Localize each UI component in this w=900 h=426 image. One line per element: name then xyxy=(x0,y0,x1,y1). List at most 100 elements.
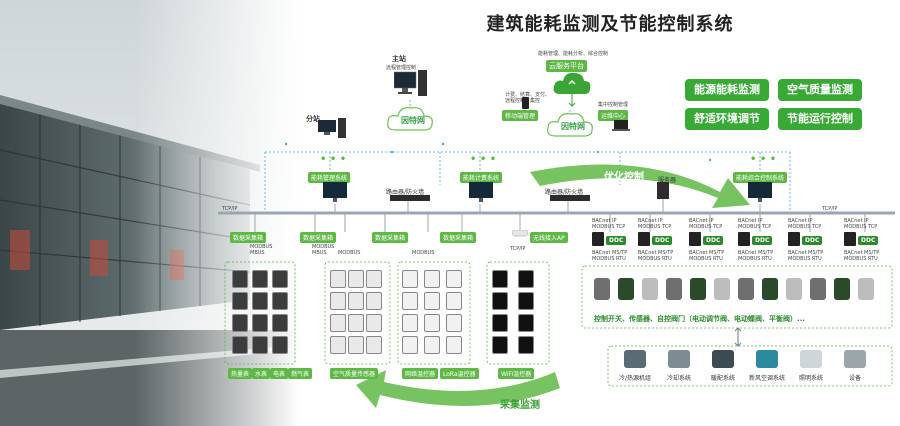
device-caption: 设备 xyxy=(848,375,861,382)
tcpip-left: TCP/IP xyxy=(222,206,238,212)
meter-device-icon xyxy=(272,336,288,354)
modbus-rtu-label: MODBUS RTU xyxy=(788,256,822,262)
wifi-proto: TCP/IP xyxy=(510,246,526,252)
meter-device-icon xyxy=(252,336,268,354)
gateway-2-bus: MODBUS MBUS xyxy=(312,244,335,256)
gateway-2-label: 数据采集箱 xyxy=(300,232,337,243)
page-title: 建筑能耗监测及节能控制系统 xyxy=(486,14,734,35)
master-station: 主站 xyxy=(392,54,406,64)
meter-device-icon xyxy=(518,292,534,310)
modbus-rtu-label: MODBUS RTU xyxy=(844,256,878,262)
bacnet-mstp-label: BACnet MS/TP xyxy=(738,250,774,256)
meter-device-icon xyxy=(252,292,268,310)
capability-air-quality: 空气质量监测 xyxy=(778,79,862,101)
meter-device-icon xyxy=(492,292,508,310)
billing-monitor-icon xyxy=(469,182,493,202)
device-caption: 冷/热源机组 xyxy=(618,375,652,382)
modbus-tcp-label: MODBUS TCP xyxy=(844,224,878,230)
ddc-label: DDC xyxy=(652,236,673,245)
meter-device-icon xyxy=(492,336,508,354)
meter-device-icon xyxy=(402,336,418,354)
meter-device-icon xyxy=(424,336,440,354)
meter-device-icon xyxy=(348,336,364,354)
cloud-platform-label: 云服务平台 xyxy=(546,60,587,72)
device-caption: 新风空调系统 xyxy=(748,375,785,382)
meter-device-icon xyxy=(366,270,382,288)
device-caption: 照明系统 xyxy=(798,375,823,382)
meter-device-icon xyxy=(424,292,440,310)
bacnet-ip-label: BACnet IP xyxy=(844,218,869,224)
meter-device-icon xyxy=(492,314,508,332)
meter-device-icon xyxy=(446,292,462,310)
bacnet-ip-label: BACnet IP xyxy=(689,218,714,224)
meter-device-icon xyxy=(366,292,382,310)
master-station-label: 主站 xyxy=(392,55,406,63)
master-pc-icon xyxy=(394,70,427,96)
control-device-icon xyxy=(594,278,610,300)
caption-heat-meter: 热量表 xyxy=(228,368,253,379)
gateway-3-bus: MODBUS xyxy=(338,250,361,256)
router-left-label: 路由器/防火墙 xyxy=(386,189,425,196)
energy-mgmt-monitor-icon xyxy=(323,182,347,202)
capability-comfort: 舒适环境调节 xyxy=(685,108,769,130)
internet-cloud-left-icon xyxy=(387,107,433,131)
device-icon xyxy=(624,350,646,368)
control-device-icon xyxy=(834,278,850,300)
control-device-icon xyxy=(738,278,754,300)
dots-mid: • • • xyxy=(470,154,497,165)
cloud-top-text: 能耗管理、能耗分析、综合控制 xyxy=(538,51,609,57)
meter-device-icon xyxy=(402,270,418,288)
ddc-controller-icon xyxy=(738,232,750,246)
integrated-system-label: 能耗综合控制系统 xyxy=(733,172,788,183)
meter-device-icon xyxy=(402,314,418,332)
phone-icon xyxy=(522,97,529,109)
caption-gas-meter: 燃气表 xyxy=(288,368,313,379)
meter-device-icon xyxy=(424,314,440,332)
bacnet-mstp-label: BACnet MS/TP xyxy=(788,250,824,256)
device-icon xyxy=(668,350,690,368)
energy-mgmt-system-label: 能耗管理系统 xyxy=(308,172,351,183)
branch-station-label: 分站 xyxy=(306,115,320,123)
control-device-icon xyxy=(762,278,778,300)
modbus-tcp-label: MODBUS TCP xyxy=(788,224,822,230)
dots-right: • • • xyxy=(750,154,777,165)
bacnet-mstp-label: BACnet MS/TP xyxy=(689,250,725,256)
gateway-3-label: 数据采集箱 xyxy=(372,232,409,243)
ops-label: 运维中心 xyxy=(598,110,629,121)
bacnet-mstp-label: BACnet MS/TP xyxy=(638,250,674,256)
ddc-label: DDC xyxy=(606,236,627,245)
integrated-monitor-icon xyxy=(748,182,772,202)
mobile-label: 移动端管理 xyxy=(502,110,539,121)
bacnet-ip-label: BACnet IP xyxy=(592,218,617,224)
ddc-label: DDC xyxy=(752,236,773,245)
control-device-icon xyxy=(714,278,730,300)
device-caption: 暖配系统 xyxy=(710,375,735,382)
modbus-rtu-label: MODBUS RTU xyxy=(638,256,672,262)
control-device-icon xyxy=(618,278,634,300)
cloud-platform-icon xyxy=(553,72,591,107)
modbus-rtu-label: MODBUS RTU xyxy=(738,256,772,262)
ddc-controller-icon xyxy=(788,232,800,246)
ops-top-text: 集中控制管理 xyxy=(598,102,629,108)
tcpip-right: TCP/IP xyxy=(822,206,838,212)
device-caption: 冷却系统 xyxy=(666,375,691,382)
meter-device-icon xyxy=(330,314,346,332)
gateway-4-label: 数据采集箱 xyxy=(440,232,477,243)
control-equipment-text: 控制开关、传感器、自控阀门（电动调节阀、电动蝶阀、平衡阀）... xyxy=(594,315,805,323)
meter-device-icon xyxy=(232,292,248,310)
meter-device-icon xyxy=(330,336,346,354)
meter-device-icon xyxy=(252,314,268,332)
meter-device-icon xyxy=(330,270,346,288)
meter-device-icon xyxy=(518,336,534,354)
meter-device-icon xyxy=(492,270,508,288)
meter-device-icon xyxy=(272,270,288,288)
wifi-ap-label: 无线接入AP xyxy=(530,232,568,243)
caption-water-meter: 水表 xyxy=(252,368,271,379)
billing-system-label: 能耗计费系统 xyxy=(460,172,503,183)
caption-net-thermostat: 网络温控器 xyxy=(402,368,439,379)
meter-device-icon xyxy=(272,292,288,310)
bacnet-ip-label: BACnet IP xyxy=(638,218,663,224)
ddc-label: DDC xyxy=(703,236,724,245)
meter-device-icon xyxy=(348,270,364,288)
